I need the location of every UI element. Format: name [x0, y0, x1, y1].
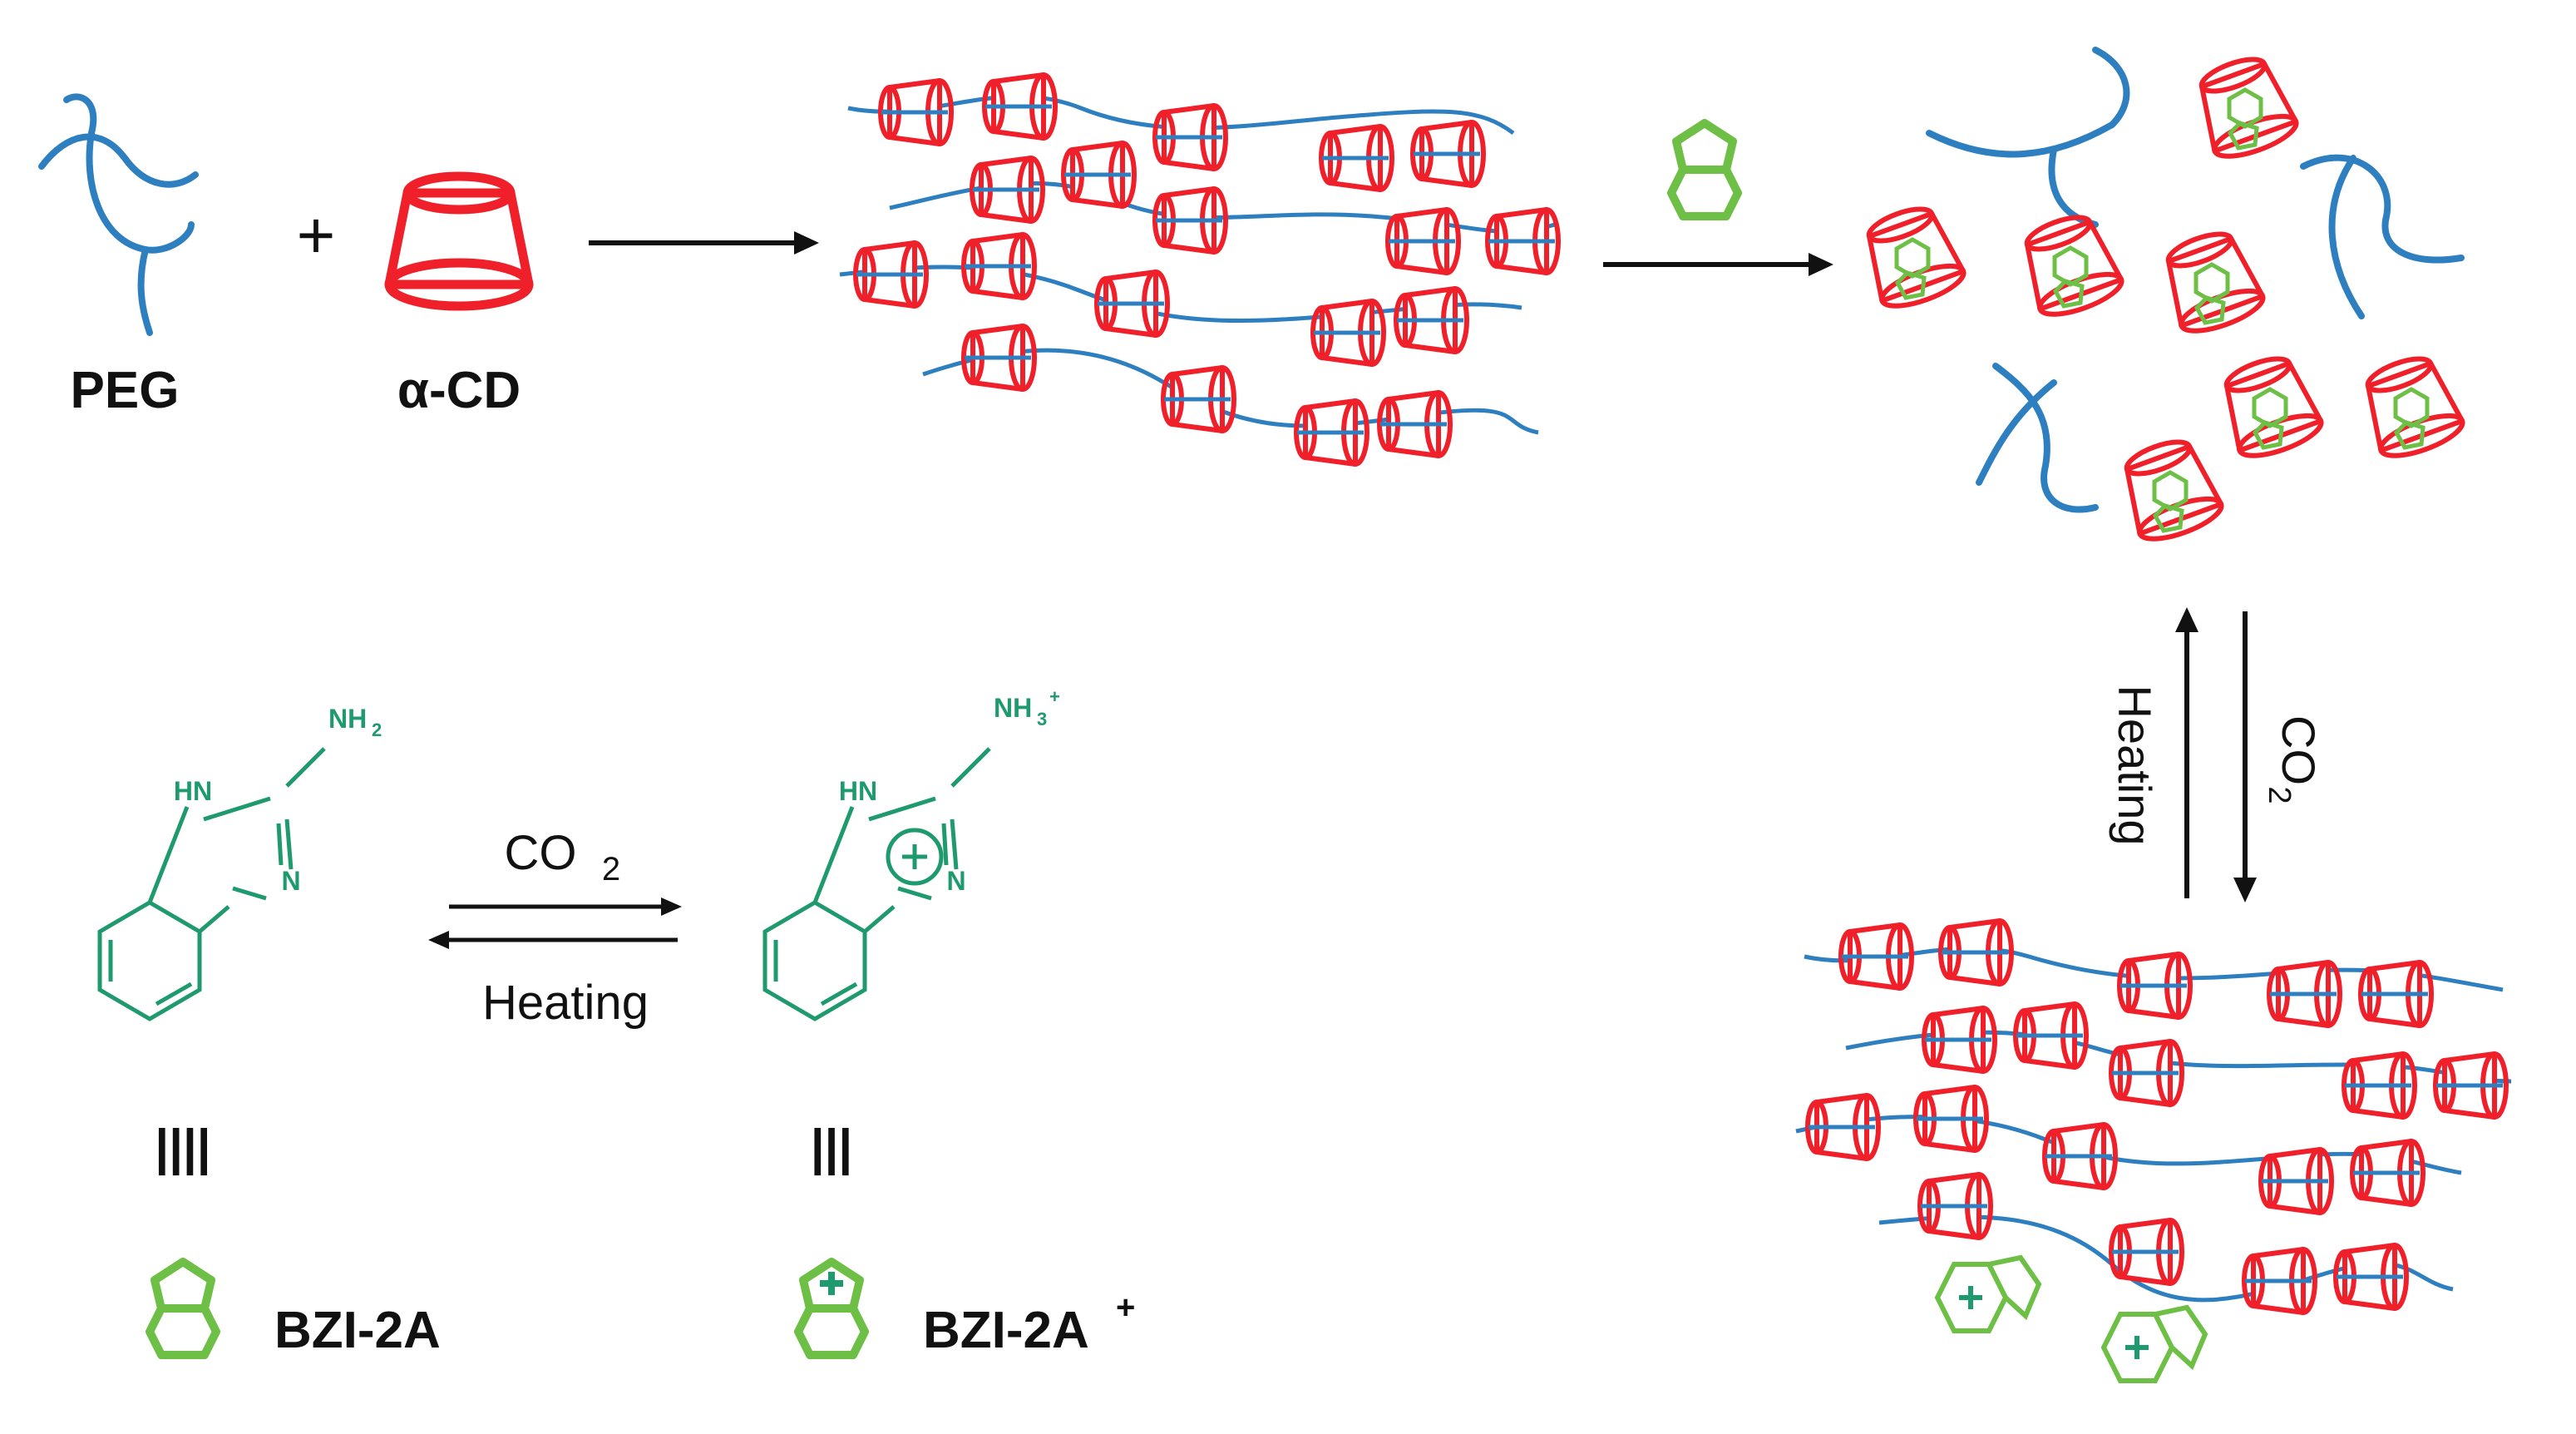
bzi-2a-plus-symbol-icon	[798, 1262, 865, 1355]
dethreaded-complex-cluster	[1856, 47, 2467, 547]
bzi-2a-plus-structure	[762, 747, 991, 1021]
vertical-reversible-arrows	[2175, 607, 2257, 902]
guest-icon-above-arrow	[1671, 123, 1738, 216]
bzi-2a-plus-superscript: +	[1116, 1289, 1135, 1326]
equivalence-mark-bzi: ||||	[155, 1120, 210, 1176]
peg-label: PEG	[71, 362, 180, 419]
bzi-plus-hn-label: HN	[839, 776, 877, 806]
bzi-plus-nh3-superscript: +	[1049, 686, 1060, 707]
bzi-2a-structure	[97, 747, 326, 1021]
plus-sign: +	[297, 198, 336, 272]
bzi-plus-nh3-subscript: 3	[1037, 709, 1047, 729]
bzi-nh2-label: NH	[328, 704, 367, 734]
bzi-n-label: N	[281, 866, 300, 896]
alpha-cd-icon	[389, 176, 529, 306]
peg-icon	[38, 93, 199, 336]
heating-label-vertical: Heating	[2109, 685, 2161, 845]
polypseudorotaxane-aggregate	[839, 75, 1558, 464]
bzi-plus-n-label: N	[946, 866, 965, 896]
equilibrium-co2-subscript: 2	[602, 851, 620, 888]
bzi-2a-plus-label: BZI-2A	[923, 1302, 1089, 1359]
co2-subscript-vertical: 2	[2262, 786, 2297, 804]
reaction-arrow-2	[1603, 253, 1833, 276]
rethreaded-aggregate	[1795, 921, 2512, 1381]
bzi-nh2-subscript: 2	[372, 719, 382, 740]
equivalence-mark-bzi-plus: |||	[811, 1120, 852, 1176]
equilibrium-heating-label: Heating	[482, 976, 649, 1030]
alpha-cd-label: α-CD	[397, 362, 521, 419]
bzi-2a-symbol-icon	[150, 1262, 216, 1355]
co2-label-vertical: CO	[2273, 715, 2325, 785]
bzi-2a-label: BZI-2A	[274, 1302, 441, 1359]
bzi-plus-nh3-label: NH	[994, 693, 1032, 723]
equilibrium-arrows	[428, 897, 682, 949]
reaction-arrow-1	[589, 231, 819, 255]
bzi-hn-label: HN	[174, 776, 212, 806]
equilibrium-co2-label: CO	[505, 826, 577, 880]
